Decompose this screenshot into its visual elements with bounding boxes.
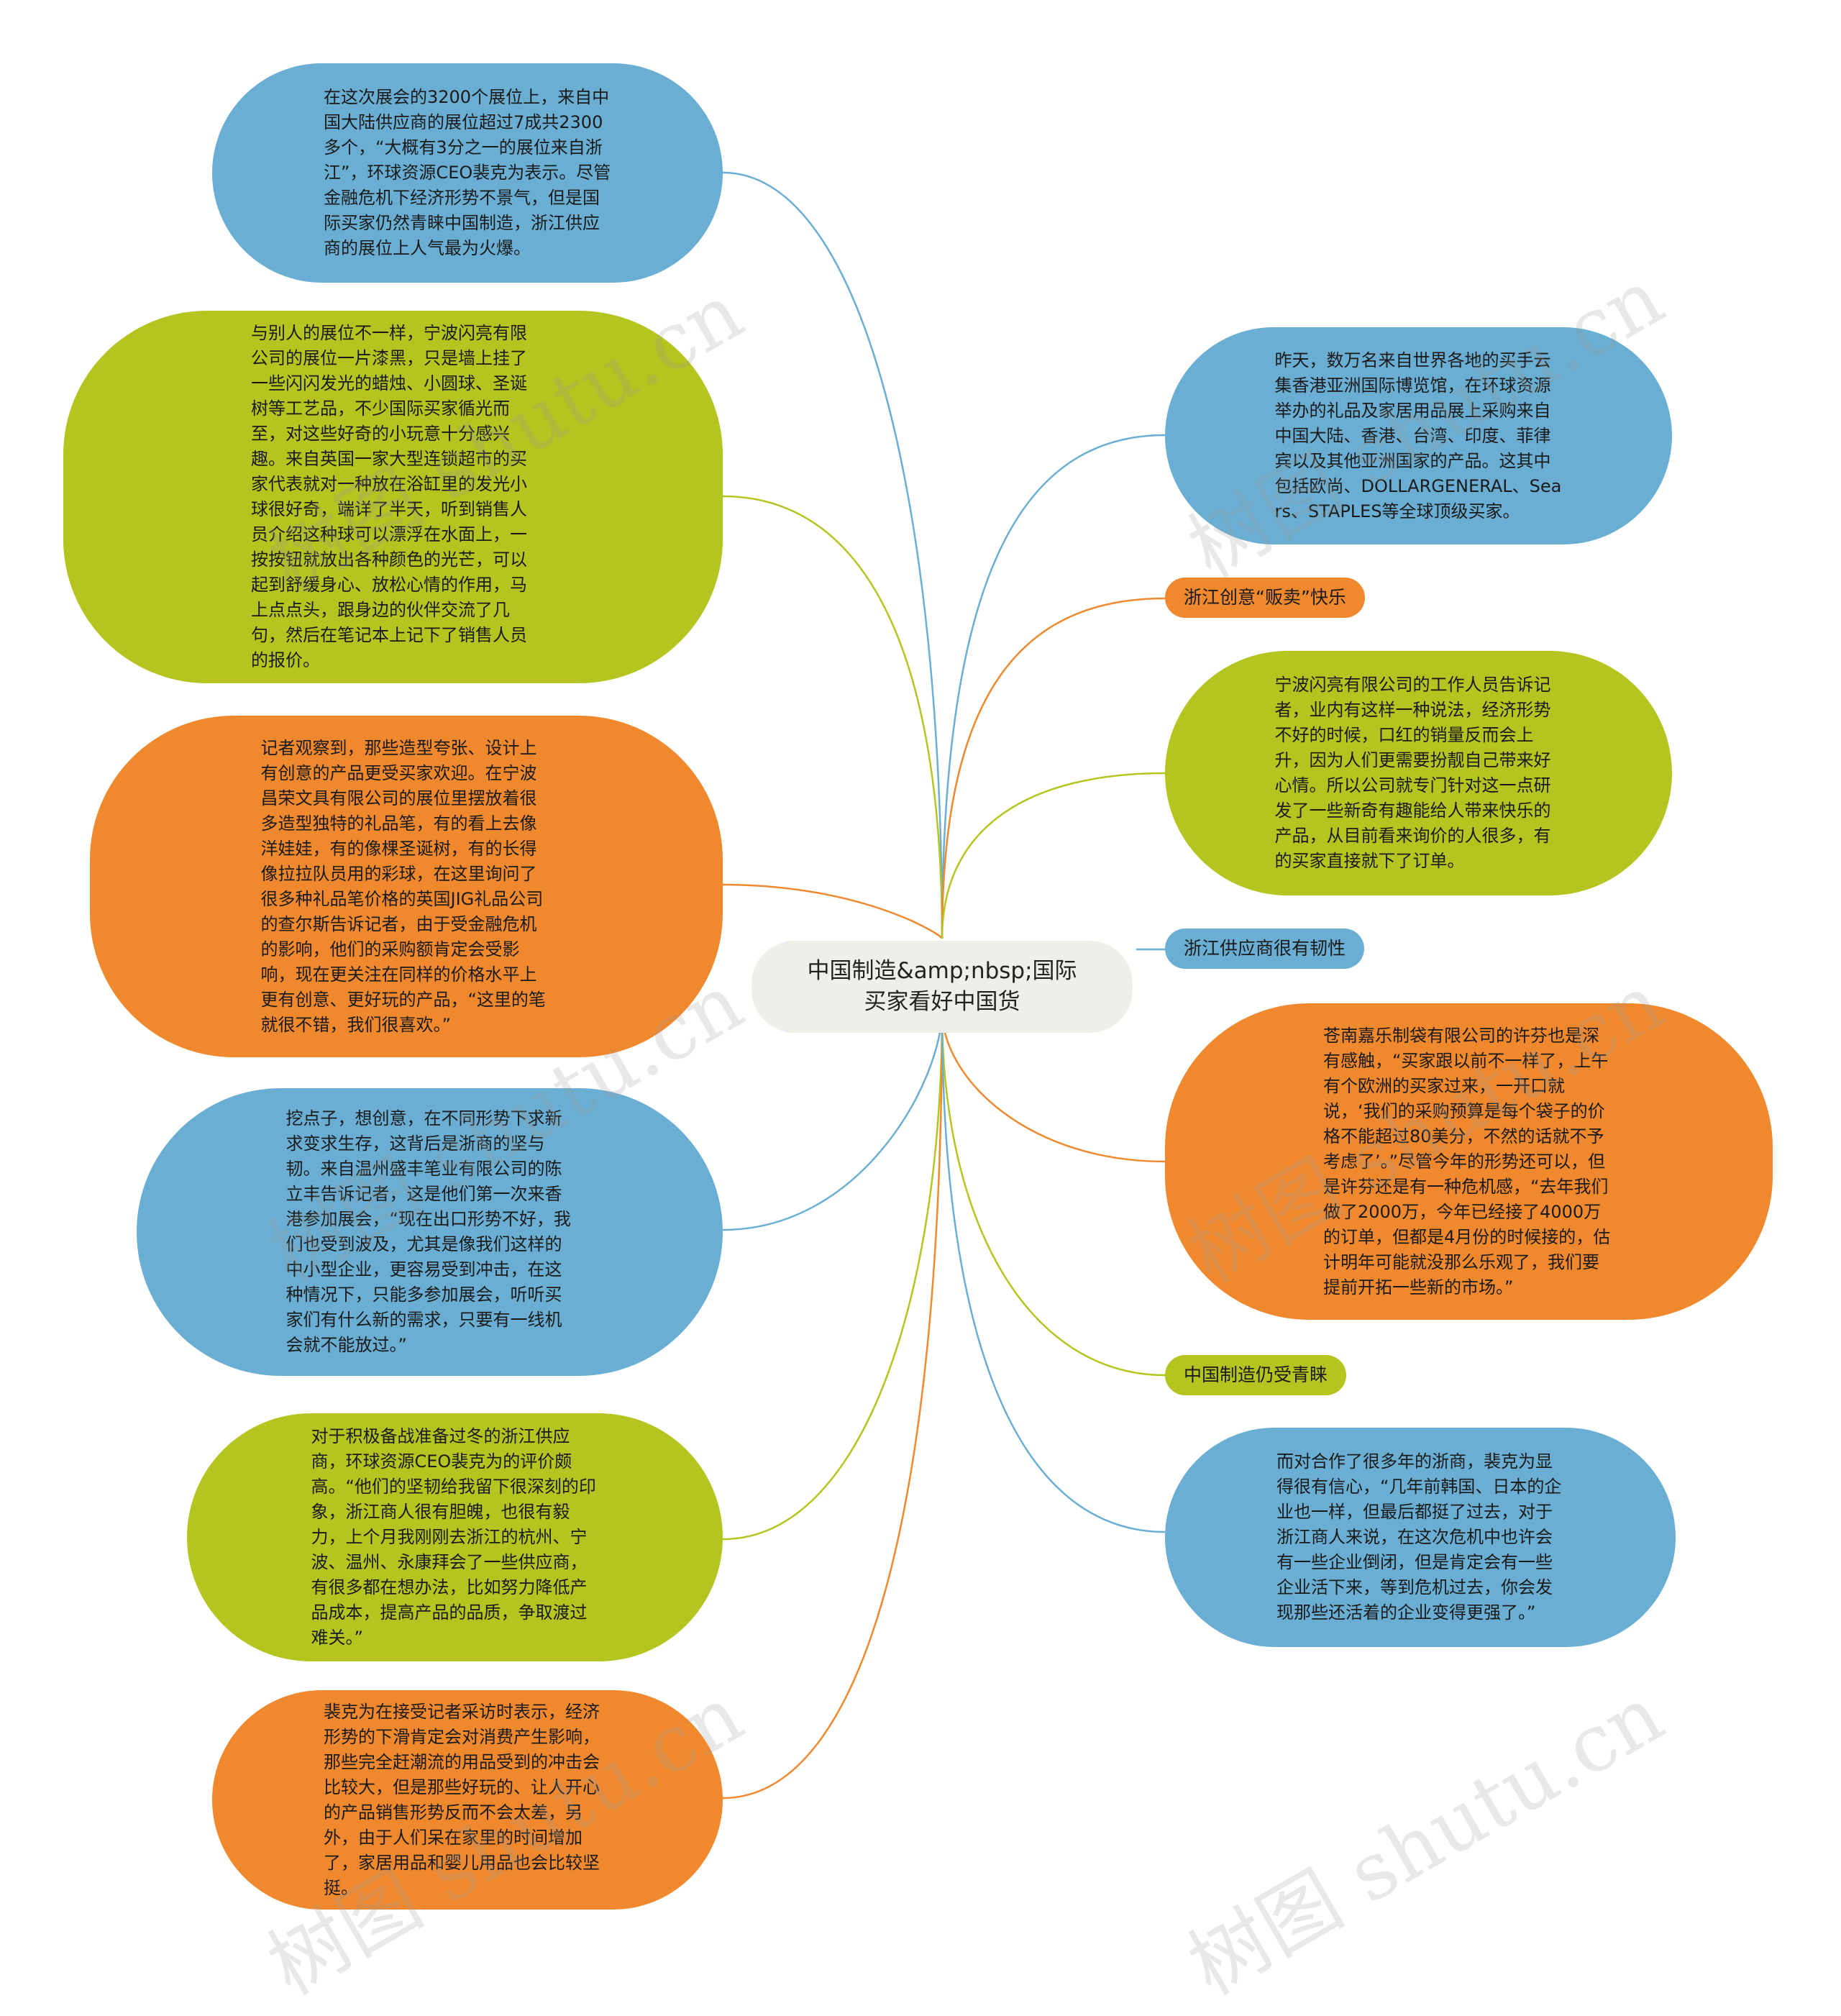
connector-line: [941, 1010, 1166, 1533]
connector-line: [722, 495, 944, 939]
subtopic-tag-3[interactable]: 中国制造仍受青睐: [1165, 1355, 1347, 1395]
topic-node-text: 而对合作了很多年的浙商，裴克为显得很有信心，“几年前韩国、日本的企业也一样，但最…: [1276, 1451, 1562, 1623]
topic-node-text: 挖点子，想创意，在不同形势下求新求变求生存，这背后是浙商的坚与韧。来自温州盛丰笔…: [285, 1108, 571, 1355]
topic-node-text: 昨天，数万名来自世界各地的买手云集香港亚洲国际博览馆，在环球资源举办的礼品及家居…: [1274, 350, 1562, 521]
topic-node-text: 宁波闪亮有限公司的工作人员告诉记者，业内有这样一种说法，经济形势不好的时候，口红…: [1274, 675, 1551, 871]
subtopic-tag-1[interactable]: 浙江创意“贩卖”快乐: [1165, 578, 1365, 618]
connector-line: [722, 883, 944, 939]
connector-line: [722, 171, 944, 939]
connector-line: [722, 1010, 944, 1231]
connector-line: [941, 772, 1166, 939]
central-topic[interactable]: 中国制造&amp;nbsp;国际买家看好中国货: [752, 941, 1133, 1033]
connector-line: [722, 1010, 944, 1541]
topic-node-text: 在这次展会的3200个展位上，来自中国大陆供应商的展位超过7成共2300多个，“…: [324, 87, 611, 258]
topic-node-left-1[interactable]: 在这次展会的3200个展位上，来自中国大陆供应商的展位超过7成共2300多个，“…: [212, 63, 723, 283]
topic-node-text: 与别人的展位不一样，宁波闪亮有限公司的展位一片漆黑，只是墙上挂了一些闪闪发光的蜡…: [251, 323, 527, 670]
connector-line: [722, 1010, 944, 1800]
connector-line: [941, 1010, 1166, 1377]
topic-node-text: 裴克为在接受记者采访时表示，经济形势的下滑肯定会对消费产生影响，那些完全赶潮流的…: [324, 1701, 600, 1898]
topic-node-right-2[interactable]: 宁波闪亮有限公司的工作人员告诉记者，业内有这样一种说法，经济形势不好的时候，口红…: [1165, 651, 1672, 895]
connector-line: [941, 597, 1166, 939]
topic-node-left-3[interactable]: 记者观察到，那些造型夸张、设计上有创意的产品更受买家欢迎。在宁波昌荣文具有限公司…: [90, 716, 723, 1057]
topic-node-text: 对于积极备战准备过冬的浙江供应商，环球资源CEO裴克为的评价颇高。“他们的坚韧给…: [311, 1426, 596, 1648]
connector-line: [941, 1010, 1166, 1163]
subtopic-tag-2[interactable]: 浙江供应商很有韧性: [1165, 929, 1365, 969]
topic-node-right-4[interactable]: 而对合作了很多年的浙商，裴克为显得很有信心，“几年前韩国、日本的企业也一样，但最…: [1165, 1428, 1676, 1647]
connector-line: [941, 434, 1166, 939]
topic-node-left-4[interactable]: 挖点子，想创意，在不同形势下求新求变求生存，这背后是浙商的坚与韧。来自温州盛丰笔…: [137, 1088, 723, 1376]
topic-node-left-5[interactable]: 对于积极备战准备过冬的浙江供应商，环球资源CEO裴克为的评价颇高。“他们的坚韧给…: [187, 1413, 723, 1661]
topic-node-left-2[interactable]: 与别人的展位不一样，宁波闪亮有限公司的展位一片漆黑，只是墙上挂了一些闪闪发光的蜡…: [63, 311, 723, 683]
central-topic-label: 中国制造&amp;nbsp;国际买家看好中国货: [807, 958, 1077, 1015]
topic-node-right-1[interactable]: 昨天，数万名来自世界各地的买手云集香港亚洲国际博览馆，在环球资源举办的礼品及家居…: [1165, 327, 1672, 544]
topic-node-right-3[interactable]: 苍南嘉乐制袋有限公司的许芬也是深有感触，“买家跟以前不一样了，上午有个欧洲的买家…: [1165, 1003, 1773, 1320]
topic-node-text: 记者观察到，那些造型夸张、设计上有创意的产品更受买家欢迎。在宁波昌荣文具有限公司…: [260, 737, 546, 1035]
topic-node-text: 苍南嘉乐制袋有限公司的许芬也是深有感触，“买家跟以前不一样了，上午有个欧洲的买家…: [1323, 1025, 1611, 1297]
topic-node-left-6[interactable]: 裴克为在接受记者采访时表示，经济形势的下滑肯定会对消费产生影响，那些完全赶潮流的…: [212, 1690, 723, 1910]
